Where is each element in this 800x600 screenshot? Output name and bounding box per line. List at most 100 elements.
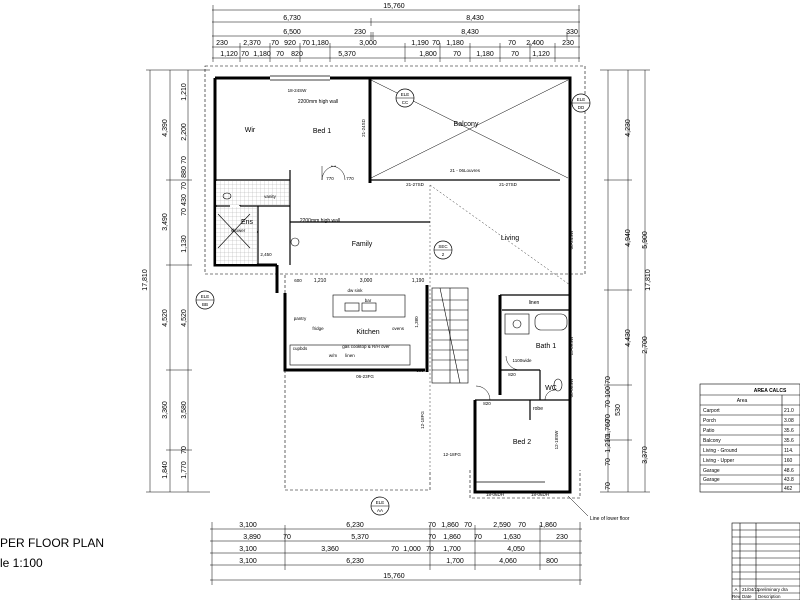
dim-bot-r1-3: 1,860	[441, 522, 459, 529]
dim-bot-r1-5: 2,590	[493, 522, 511, 529]
room-living: Living	[501, 235, 519, 242]
note-12-18fg-1: 12-18FG	[420, 411, 425, 429]
room-kitchen: Kitchen	[356, 329, 379, 336]
note-18-06dh-2: 18-06DH	[531, 492, 549, 497]
dim-left-inner-0: 1,210	[181, 83, 188, 101]
dim-left-mid-0: 4,390	[162, 119, 169, 137]
ele-aa-marker: ELE AA	[370, 496, 390, 516]
area-row-7-val: 43.8	[784, 477, 794, 483]
note-cooktop: gas cooktop & R/H over	[342, 344, 390, 349]
dim-top-r2-0: 6,500	[283, 29, 301, 36]
dim-top-r4-10: 1,120	[532, 51, 550, 58]
rev-value: A	[734, 587, 737, 592]
note-06-23fg: 06-23FG	[356, 374, 374, 379]
note-1380: 1,380	[414, 316, 419, 328]
note-770-a: 770	[326, 176, 334, 181]
window-marks	[270, 75, 545, 483]
staircase	[431, 287, 469, 384]
dim-right-inner-0: 70	[605, 376, 612, 384]
dim-top-r3-10: 70	[508, 40, 516, 47]
dim-top-r4-0: 1,120	[220, 51, 238, 58]
room-bath1: Bath 1	[536, 343, 556, 350]
room-bed2: Bed 2	[513, 439, 531, 446]
room-balcony: Balcony	[454, 121, 479, 128]
note-1190: 1,190	[412, 278, 425, 284]
note-lower-floor: Line of lower floor	[590, 516, 630, 522]
dim-top-r3-0: 230	[216, 40, 228, 47]
dim-left-inner-11: 70	[181, 446, 188, 454]
dim-bot-r1-4: 70	[464, 522, 472, 529]
revision-block	[731, 522, 800, 600]
dim-top-r2-2: 8,430	[461, 29, 479, 36]
dim-right-inner-3: 530	[615, 404, 622, 416]
plan-title: PER FLOOR PLAN	[0, 536, 104, 550]
dim-right-mid-4: 2,700	[642, 336, 649, 354]
dim-top-r1-0: 6,730	[283, 15, 301, 22]
dim-top-r3-6: 3,000	[359, 40, 377, 47]
dim-bot-r2-2: 5,370	[351, 534, 369, 541]
note-600-a: 600	[294, 278, 302, 283]
room-wc: WC	[545, 385, 557, 392]
sec-2-l1: SEC	[438, 244, 448, 249]
dim-right-mid-0: 4,230	[625, 119, 632, 137]
area-row-2-name: Patio	[703, 428, 715, 434]
dim-top-r4-2: 1,180	[253, 51, 271, 58]
label-shower: shower	[231, 228, 246, 233]
ele-dd-marker: ELE DD	[571, 93, 591, 113]
dim-left-inner-8: 4,520	[181, 309, 188, 327]
dim-left-inner-3: 880	[181, 166, 188, 178]
ele-aa-l1: ELE	[376, 500, 385, 505]
dim-bot-r2-1: 70	[283, 534, 291, 541]
dim-top-r4-1: 70	[241, 51, 249, 58]
dim-top-r3-1: 2,370	[243, 40, 261, 47]
ele-bb-l1: ELE	[201, 294, 210, 299]
shower-diagonal-2	[217, 213, 251, 249]
note-21-27sd-2: 21-27SD	[499, 182, 518, 187]
dim-left-inner-4: 70	[181, 182, 188, 190]
rev-header-rev: Rev	[732, 594, 741, 599]
dim-top-r1-1: 8,430	[466, 15, 484, 22]
dim-top-r3-5: 1,180	[311, 40, 329, 47]
dim-left-inner-10: 1,770	[181, 461, 188, 479]
note-2200-wall-1: 2200mm high wall	[298, 99, 338, 105]
dim-bot-r2-5: 70	[474, 534, 482, 541]
note-820-a: 820	[508, 372, 516, 377]
dim-top-r3-4: 70	[302, 40, 310, 47]
dim-bot-r2-6: 1,630	[503, 534, 521, 541]
dashed-outlines	[204, 65, 586, 499]
note-1210: 1,210	[314, 278, 327, 284]
note-bar: bar	[365, 298, 372, 303]
dim-left-inner-6: 70	[181, 208, 188, 216]
area-row-3-val: 35.6	[784, 438, 794, 444]
left-dimension-lines	[146, 69, 210, 493]
sec-2-marker: SEC 2	[433, 240, 453, 260]
lower-floor-leader	[567, 495, 589, 517]
rev-desc: preliminary dra	[758, 587, 788, 592]
dim-left-mid-2: 4,520	[162, 309, 169, 327]
note-1100-wide: 1100wide	[513, 358, 532, 363]
dim-top-r4-3: 70	[276, 51, 284, 58]
dim-bot-r3-6: 4,050	[507, 546, 525, 553]
sec-2-l2: 2	[442, 252, 445, 257]
dim-top-r4-8: 1,180	[476, 51, 494, 58]
void-diagonals	[429, 184, 571, 470]
area-table-header: Area	[737, 398, 748, 404]
dim-top-r4-4: 820	[291, 51, 303, 58]
dim-bot-r1-6: 70	[518, 522, 526, 529]
label-wm: w/m	[329, 353, 338, 358]
rev-header-date: Date	[742, 594, 752, 599]
label-vanity: vanity	[264, 194, 277, 199]
dim-left-inner-1: 2,200	[181, 123, 188, 141]
dim-top-r3-2: 70	[271, 40, 279, 47]
label-ovens: ovens	[392, 326, 405, 331]
dim-right-inner-4: 70	[605, 414, 612, 422]
dim-bot-r2-3: 70	[428, 534, 436, 541]
dim-bot-r1-7: 1,860	[539, 522, 557, 529]
ele-aa-l2: AA	[377, 508, 383, 513]
plan-scale: le 1:100	[0, 556, 43, 570]
ele-cc-marker: ELE CC	[395, 88, 415, 108]
dim-right-mid-5: 3,370	[642, 446, 649, 464]
area-row-4-val: 114.	[784, 448, 793, 454]
note-06-06sw: 06-06SW	[569, 378, 574, 398]
